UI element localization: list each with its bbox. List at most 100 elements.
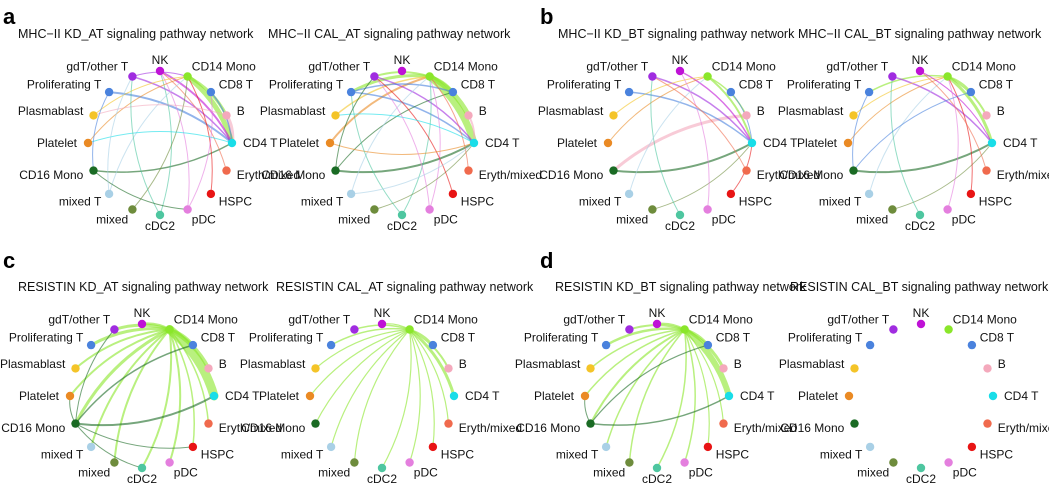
cell-type-label: CD4 T [243, 136, 278, 150]
cell-type-label: CD4 T [1004, 389, 1039, 403]
cell-type-label: NK [913, 306, 930, 320]
cell-type-label: CD14 Mono [414, 312, 478, 326]
cell-type-node [624, 189, 634, 199]
cell-type-label: mixed [593, 466, 625, 480]
cell-type-node [305, 391, 315, 401]
cell-type-node [128, 72, 137, 81]
network-edge [852, 142, 993, 174]
network-edge [90, 328, 171, 448]
cell-type-node [726, 189, 736, 199]
cell-type-label: mixed T [820, 448, 863, 462]
cell-type-node [652, 463, 662, 473]
cell-type-node [165, 325, 174, 334]
network-edge [409, 328, 421, 464]
cell-type-label: B [459, 357, 467, 371]
cell-type-node [966, 87, 976, 97]
cell-type-label: cDC2 [665, 219, 695, 233]
network-title: MHC−II CAL_BT signaling pathway network [798, 27, 1042, 41]
cell-type-label: Plasmablast [778, 104, 844, 118]
network-edge [890, 76, 921, 216]
network-edge [334, 75, 431, 117]
network-panel-resistin-kd-bt: RESISTIN KD_BT signaling pathway network… [515, 280, 807, 486]
cell-type-node [865, 442, 875, 452]
cell-type-label: CD8 T [980, 330, 1015, 344]
cell-type-node [726, 87, 736, 97]
cell-type-label: mixed T [579, 195, 622, 209]
cell-type-node [967, 442, 977, 452]
cell-type-node [864, 189, 874, 199]
network-edge [350, 76, 431, 195]
cell-type-node [915, 66, 925, 76]
cell-type-label: CD16 Mono [539, 168, 603, 182]
cell-type-label: Plasmablast [0, 357, 66, 371]
cell-type-node [719, 419, 728, 428]
network-edge [335, 76, 375, 172]
cell-type-label: CD14 Mono [712, 59, 776, 73]
cell-type-node [110, 325, 119, 334]
cell-type-node [850, 419, 859, 428]
cell-type-label: pDC [174, 466, 198, 480]
cell-type-label: Plasmablast [538, 104, 604, 118]
network-edge [401, 76, 432, 216]
cell-type-label: CD4 T [763, 136, 798, 150]
network-edge [335, 91, 454, 172]
network-edge [891, 75, 993, 144]
cell-type-node [675, 210, 685, 220]
network-edge [87, 76, 189, 144]
cell-type-node [405, 458, 414, 467]
cell-type-node [183, 205, 192, 214]
network-edge [381, 328, 412, 469]
network-edge [628, 91, 753, 144]
cell-type-label: CD14 Mono [192, 59, 256, 73]
cell-type-node [742, 111, 751, 120]
cell-type-label: Proliferating T [9, 330, 84, 344]
cell-type-node [680, 458, 689, 467]
network-edge [93, 170, 189, 210]
cell-type-label: Proliferating T [524, 330, 599, 344]
cell-type-label: HSPC [980, 448, 1014, 462]
cell-type-label: B [479, 104, 487, 118]
network-edge [350, 142, 475, 195]
cell-type-label: gdT/other T [563, 312, 625, 326]
network-edge [612, 113, 748, 173]
cell-type-label: Eryth/mixed [998, 421, 1049, 435]
cell-type-node [104, 87, 114, 97]
cell-type-node [165, 458, 174, 467]
cell-type-label: Plasmablast [18, 104, 84, 118]
panel-letter-a: a [3, 4, 16, 29]
network-edge [168, 328, 210, 425]
cell-type-label: mixed T [59, 195, 102, 209]
network-edge [656, 328, 687, 469]
network-panel-mhc-cal-at: MHC−II CAL_AT signaling pathway networkN… [260, 27, 542, 233]
cell-type-label: B [998, 357, 1006, 371]
cell-type-label: gdT/other T [288, 312, 350, 326]
network-edge [684, 328, 725, 425]
cell-type-node [204, 419, 213, 428]
network-edge [314, 328, 411, 425]
cell-type-label: CD14 Mono [689, 312, 753, 326]
cell-type-node [703, 442, 713, 452]
cell-type-label: CD4 T [485, 136, 520, 150]
cell-type-node [888, 72, 897, 81]
network-edge [607, 76, 709, 144]
cell-type-label: gdT/other T [827, 312, 889, 326]
cell-type-node [987, 138, 997, 148]
cell-type-node [188, 340, 198, 350]
cell-type-node [444, 419, 453, 428]
cell-type-label: cDC2 [145, 219, 175, 233]
panel-letter-b: b [540, 4, 553, 29]
network-edge [131, 76, 189, 210]
network-edge [350, 91, 403, 216]
network-edge [330, 327, 411, 346]
network-edge [113, 328, 171, 464]
cell-type-label: Platelet [259, 389, 300, 403]
network-title: RESISTIN KD_BT signaling pathway network [555, 280, 807, 294]
cell-type-label: gdT/other T [826, 59, 888, 73]
cell-type-node [464, 166, 473, 175]
network-edge [87, 131, 233, 144]
cell-type-label: NK [134, 306, 151, 320]
network-edge [589, 344, 709, 425]
cell-type-node [83, 138, 93, 148]
cell-type-node [889, 458, 898, 467]
cell-type-label: HSPC [201, 448, 235, 462]
